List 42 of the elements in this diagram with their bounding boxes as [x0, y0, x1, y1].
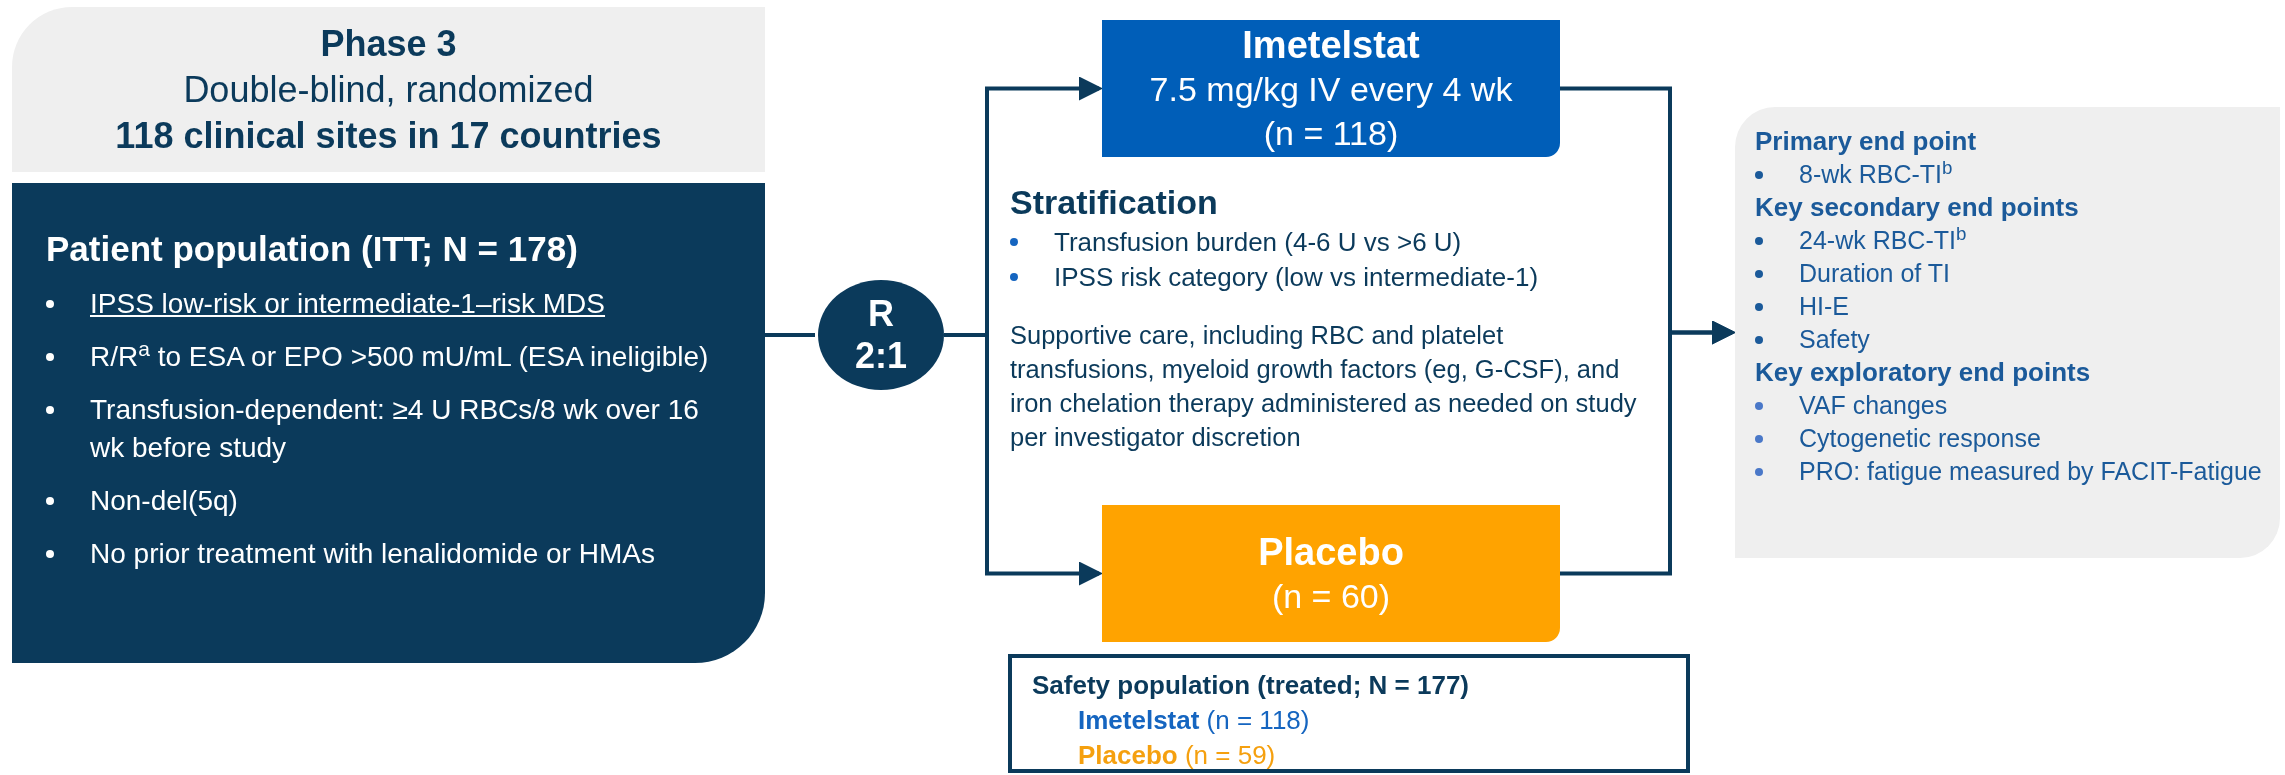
- design-text: Double-blind, randomized: [183, 67, 594, 112]
- endpoints-panel: [1735, 107, 2280, 558]
- design-text: 118 clinical sites in 17 countries: [115, 113, 662, 158]
- criterion-text: IPSS low-risk or intermediate-1–risk MDS: [90, 287, 606, 321]
- endpoint-text: Cytogenetic response: [1799, 423, 2041, 454]
- criterion-text: Transfusion-dependent: ≥4 U RBCs/8 wk over 16 wk before study: [90, 393, 700, 465]
- arm-detail: (n = 60): [1271, 575, 1391, 617]
- patient-population-panel: [12, 183, 765, 663]
- note-text: Supportive care, including RBC and platelet transfusions, myeloid growth factors (eg, G-CSF), and iron chelation therapy administered as needed on study per investigator discretion: [1010, 320, 1638, 453]
- phase-heading: Phase 3: [320, 21, 457, 66]
- endpoint-text: Safety: [1799, 324, 1870, 355]
- endpoint-text: 24-wk RBC-TI$^{b}$: [1799, 224, 1967, 256]
- endpoint-heading: Key exploratory end points: [1755, 356, 2092, 389]
- section-heading: Stratification: [1010, 182, 1218, 222]
- randomization-text: 2:1: [855, 335, 907, 377]
- endpoint-heading: Key secondary end points: [1755, 191, 2080, 224]
- endpoint-text: HI-E: [1799, 291, 1849, 322]
- endpoint-heading: Primary end point: [1755, 125, 1978, 158]
- safety-heading: Safety population (treated; N = 177): [1032, 669, 1471, 702]
- stratification-factor: IPSS risk category (low vs intermediate-1): [1054, 261, 1539, 294]
- criterion-text: No prior treatment with lenalidomide or HMAs: [90, 537, 655, 571]
- arm-detail: (n = 118): [1263, 112, 1399, 154]
- arrow: [1560, 320, 1736, 576]
- endpoint-text: 8-wk RBC-TI$^{b}$: [1799, 158, 1953, 190]
- connector-line: [765, 333, 815, 337]
- arm-box: [1102, 505, 1560, 642]
- safety-population-box: [1008, 654, 1690, 773]
- randomization-text: R: [868, 293, 894, 335]
- safety-arm-count: Placebo (n = 59): [1077, 739, 1277, 772]
- endpoint-text: Duration of TI: [1799, 258, 1950, 289]
- criterion-text: R/R$^{a}$ to ESA or EPO >500 mU/mL (ESA ineligible): [90, 338, 709, 374]
- endpoint-text: PRO: fatigue measured by FACIT-Fatigue: [1799, 456, 2262, 487]
- arm-box: [1102, 20, 1560, 157]
- endpoint-text: VAF changes: [1799, 390, 1948, 421]
- stratification-factor: Transfusion burden (4-6 U vs >6 U): [1054, 226, 1462, 259]
- arrow: [944, 333, 1103, 586]
- panel-heading: Patient population (ITT; N = 178): [46, 228, 579, 270]
- arm-name: Placebo: [1258, 529, 1404, 574]
- arm-detail: 7.5 mg/kg IV every 4 wk: [1149, 68, 1513, 110]
- criterion-text: Non-del(5q): [90, 484, 238, 518]
- arm-name: Imetelstat: [1242, 22, 1420, 67]
- safety-arm-count: Imetelstat (n = 118): [1077, 704, 1311, 737]
